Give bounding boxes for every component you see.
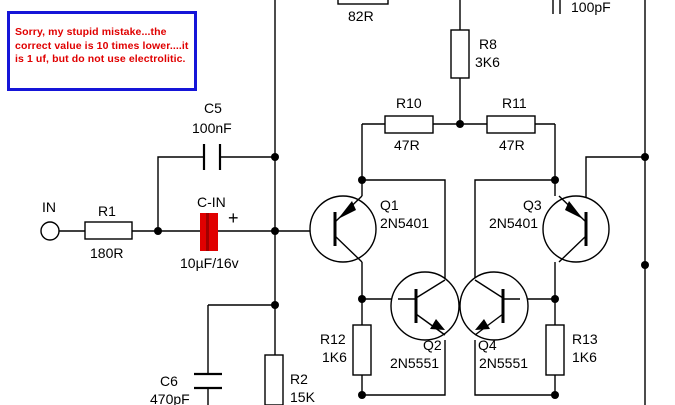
r10-value: 47R [394,137,420,153]
cin-symbol [200,213,218,251]
r1-name: R1 [98,203,116,219]
q4-name: Q4 [478,337,497,353]
r8-body [450,29,470,79]
r12-body [352,324,372,376]
q4-part: 2N5551 [479,355,528,371]
q4-transistor [459,271,529,341]
cin-name: C-IN [197,194,226,210]
r8-value: 3K6 [475,54,500,70]
r12-name: R12 [320,331,346,347]
junction-dots [154,120,649,399]
c6-symbol [194,372,222,390]
r8-name: R8 [479,36,497,52]
r10-name: R10 [396,95,422,111]
c6-value: 470pF [150,391,190,405]
q3-name: Q3 [523,197,542,213]
q2-name: Q2 [423,337,442,353]
r13-body [545,324,565,376]
q2-transistor [390,271,460,341]
c5-name: C5 [204,100,222,116]
q1-name: Q1 [380,197,399,213]
correction-note: Sorry, my stupid mistake...the correct v… [7,11,197,91]
c5-symbol [202,144,222,170]
q2-part: 2N5551 [390,355,439,371]
q3-part: 2N5401 [489,215,538,231]
r2-name: R2 [290,371,308,387]
r-top-value: 82R [348,8,374,24]
cin-value: 10µF/16v [180,255,239,271]
correction-note-text: Sorry, my stupid mistake...the correct v… [15,26,189,65]
r13-name: R13 [572,331,598,347]
r11-value: 47R [499,137,525,153]
r2-value: 15K [290,389,316,405]
q1-transistor [309,195,377,263]
r10-body [384,115,434,134]
r2-body [264,354,284,405]
q1-part: 2N5401 [380,215,429,231]
r1-value: 180R [90,245,123,261]
cin-polarity: + [228,208,239,228]
input-label: IN [42,199,56,215]
c5-value: 100nF [192,120,232,136]
r-top-body [337,0,389,5]
c-top-value: 100pF [571,0,611,15]
r13-value: 1K6 [572,349,597,365]
r1-body [84,221,133,240]
c6-name: C6 [160,373,178,389]
input-terminal [40,221,60,241]
r11-name: R11 [502,95,527,111]
q3-transistor [542,195,610,263]
r12-value: 1K6 [322,349,347,365]
r11-body [486,115,536,134]
